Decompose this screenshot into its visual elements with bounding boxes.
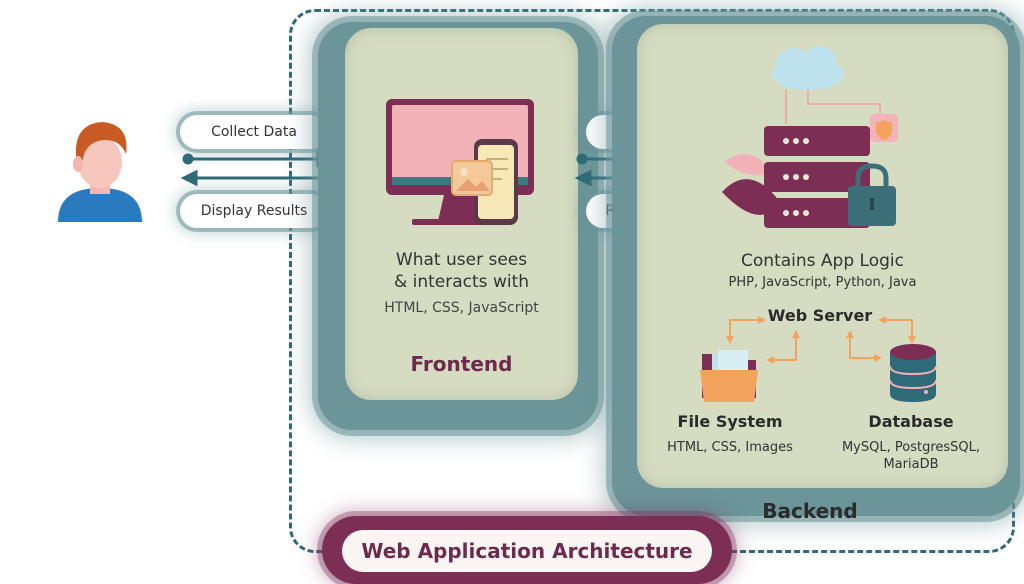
- backend-panel: [637, 24, 1008, 488]
- web-server-connectors: [726, 316, 916, 364]
- frontend-description-line2: & interacts with: [393, 272, 530, 292]
- frontend-label: Frontend: [410, 352, 513, 376]
- server-icon: [722, 46, 898, 228]
- database-icon: [889, 344, 937, 402]
- cloud-icon: [772, 46, 844, 90]
- diagram-title: Web Application Architecture: [342, 530, 712, 572]
- user-icon: [58, 122, 142, 222]
- file-system-tech: HTML, CSS, Images: [667, 440, 793, 455]
- file-system-label: File System: [677, 412, 783, 431]
- arrow-head-left: [180, 169, 198, 187]
- connector-left-top: [729, 319, 760, 340]
- frontend-tech: HTML, CSS, JavaScript: [384, 300, 539, 316]
- backend-logic-tech: PHP, JavaScript, Python, Java: [728, 275, 917, 290]
- backend-logic: Contains App Logic: [741, 251, 904, 271]
- backend-label: Backend: [762, 499, 858, 523]
- database-label: Database: [868, 412, 954, 431]
- web-server-label: Web Server: [767, 306, 873, 325]
- database-tech-line1: MySQL, PostgresSQL,: [841, 440, 981, 455]
- shield-icon: [870, 114, 898, 142]
- lock-icon: [848, 163, 896, 226]
- connector-right-top: [884, 319, 913, 340]
- computer-icon: [386, 99, 534, 225]
- connector-right-bottom: [849, 336, 876, 359]
- frontend-description-line1: What user sees: [395, 250, 528, 270]
- arrow-head-left: [574, 169, 592, 187]
- connector-left-bottom: [770, 336, 797, 361]
- display-results-label: Display Results: [180, 194, 328, 228]
- user-avatar: [58, 122, 142, 222]
- folder-icon: [700, 350, 758, 402]
- collect-data-label: Collect Data: [180, 115, 328, 149]
- database-tech-line2: MariaDB: [883, 457, 939, 472]
